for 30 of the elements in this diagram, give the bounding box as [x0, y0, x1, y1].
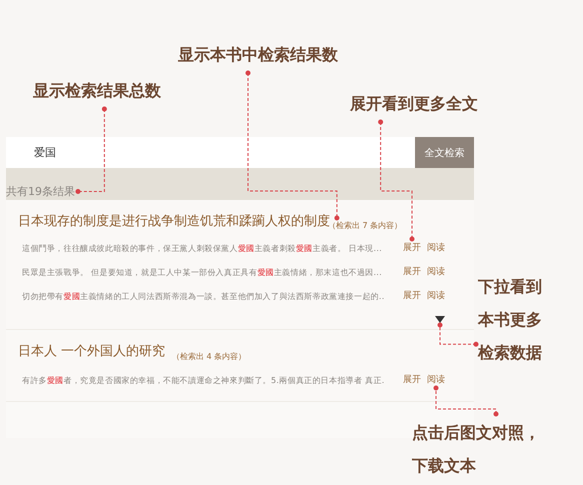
dropdown-icon	[435, 316, 445, 323]
expand-link: 展开	[403, 241, 421, 254]
result-total: 共有19条结果	[6, 184, 75, 199]
match-count: （检索出 7 条内容）	[328, 220, 402, 231]
leader-line	[378, 120, 414, 242]
snippet-text: 這個鬥爭，往往釀成彼此暗殺的事件，保王黨人刺殺保黨人愛國主義者刺殺愛國主義者。 日本現...	[22, 243, 382, 254]
match-count: （检索出 4 条内容）	[172, 351, 246, 362]
snippet-text: 切勿把帶有愛國主義情緒的工人同法西斯蒂混為一談。甚至他們加入了與法西斯蒂政黨連接一起的..	[22, 291, 385, 302]
expand-link: 展开	[403, 265, 421, 278]
callout-text: 点击后图文对照，下载文本	[412, 416, 552, 482]
leader-line	[246, 70, 340, 220]
read-link: 阅读	[427, 241, 445, 254]
expand-link: 展开	[403, 373, 421, 386]
leader-line	[434, 386, 498, 416]
book-title: 日本现存的制度是进行战争制造饥荒和蹂躏人权的制度	[18, 213, 330, 230]
search-button: 全文检索	[415, 137, 474, 168]
callout-text: 显示检索结果总数	[33, 74, 203, 107]
callout-text: 显示本书中检索结果数	[178, 38, 378, 71]
expand-link: 展开	[403, 289, 421, 302]
snippet-text: 有許多愛國者，究竟是否國家的幸福，不能不讀運命之神來判斷了。5.兩個真正的日本指導者 真正.	[22, 375, 385, 386]
book-title: 日本人 一个外国人的研究	[18, 343, 166, 360]
search-field: 爱国	[6, 137, 415, 168]
leader-line	[438, 322, 478, 347]
read-link: 阅读	[427, 373, 445, 386]
callout-text: 展开看到更多全文	[350, 87, 520, 120]
snippet-text: 民眾是主張戰爭。 但是要知道，就是工人中某一部份入真正具有愛國主義情緒，那末這也不過因...	[22, 267, 382, 278]
callout-text: 下拉看到本书更多检索数据	[478, 270, 548, 369]
read-link: 阅读	[427, 289, 445, 302]
leader-line	[76, 106, 107, 194]
read-link: 阅读	[427, 265, 445, 278]
